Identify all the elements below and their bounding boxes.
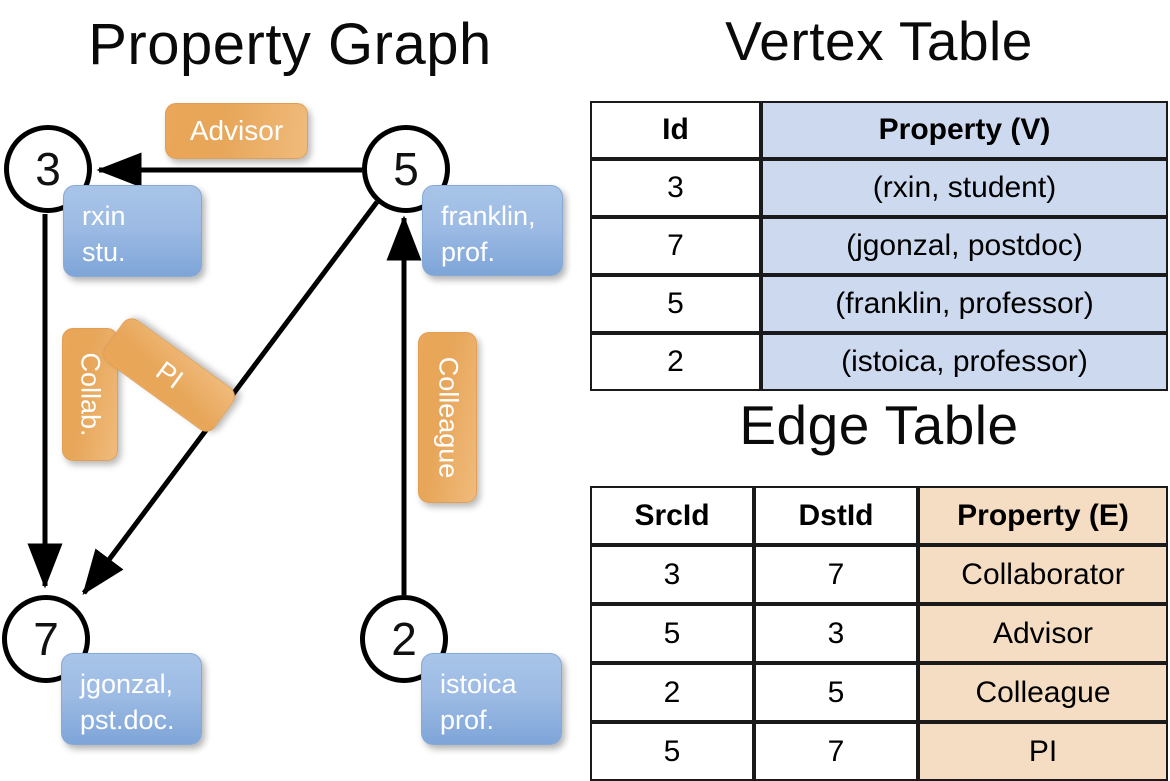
edge-table-header-dstid: DstId xyxy=(754,486,918,545)
vertex-cell-property: (rxin, student) xyxy=(761,159,1168,217)
page-title-property-graph: Property Graph xyxy=(88,12,492,77)
edge-table-header-row: SrcId DstId Property (E) xyxy=(590,486,1168,545)
vertex-cell-id: 5 xyxy=(590,275,761,333)
edge-cell-property: Advisor xyxy=(918,604,1168,663)
vertex-table-header-row: Id Property (V) xyxy=(590,101,1168,159)
vertex-table-header-property: Property (V) xyxy=(761,101,1168,159)
edge-cell-srcid: 5 xyxy=(590,604,754,663)
edge-table: SrcId DstId Property (E) 3 7 Collaborato… xyxy=(590,486,1168,781)
table-row: 5 7 PI xyxy=(590,722,1168,781)
vertex-cell-id: 7 xyxy=(590,217,761,275)
vertex-cell-property: (istoica, professor) xyxy=(761,333,1168,391)
graph-node-3[interactable]: 3 xyxy=(4,125,92,213)
table-row: 7 (jgonzal, postdoc) xyxy=(590,217,1168,275)
vertex-cell-property: (franklin, professor) xyxy=(761,275,1168,333)
page-title-vertex-table: Vertex Table xyxy=(725,10,1033,72)
vertex-property-box-rxin: rxin stu. xyxy=(63,185,202,277)
table-row: 2 5 Colleague xyxy=(590,663,1168,722)
edge-cell-property: PI xyxy=(918,722,1168,781)
edge-label-text-colleague: Colleague xyxy=(433,356,463,479)
vertex-property-box-istoica: istoica prof. xyxy=(421,653,562,745)
vertex-table: Id Property (V) 3 (rxin, student) 7 (jgo… xyxy=(590,101,1168,391)
edge-label-box-advisor: Advisor xyxy=(165,103,308,159)
graph-node-5[interactable]: 5 xyxy=(362,125,450,213)
vertex-cell-property: (jgonzal, postdoc) xyxy=(761,217,1168,275)
edge-label-text-collab: Collab. xyxy=(75,352,106,437)
vertex-cell-id: 2 xyxy=(590,333,761,391)
slide-canvas: Property Graph Vertex Table Edge Table 3… xyxy=(0,10,1168,781)
table-row: 3 (rxin, student) xyxy=(590,159,1168,217)
vertex-property-box-franklin: franklin, prof. xyxy=(422,185,563,276)
edge-cell-dstid: 7 xyxy=(754,545,918,604)
page-title-edge-table: Edge Table xyxy=(739,394,1019,456)
edge-cell-property: Colleague xyxy=(918,663,1168,722)
edge-cell-srcid: 2 xyxy=(590,663,754,722)
edge-table-header-srcid: SrcId xyxy=(590,486,754,545)
table-row: 5 (franklin, professor) xyxy=(590,275,1168,333)
edge-cell-dstid: 5 xyxy=(754,663,918,722)
edge-label-text-advisor: Advisor xyxy=(189,115,284,146)
table-row: 2 (istoica, professor) xyxy=(590,333,1168,391)
vertex-cell-id: 3 xyxy=(590,159,761,217)
table-row: 3 7 Collaborator xyxy=(590,545,1168,604)
edge-table-header-property: Property (E) xyxy=(918,486,1168,545)
vertex-property-box-jgonzal: jgonzal, pst.doc. xyxy=(61,653,202,745)
edge-label-box-colleague: Colleague xyxy=(418,332,477,503)
edge-cell-srcid: 3 xyxy=(590,545,754,604)
edge-cell-property: Collaborator xyxy=(918,545,1168,604)
vertex-table-header-id: Id xyxy=(590,101,761,159)
edge-cell-dstid: 3 xyxy=(754,604,918,663)
edge-label-text-pi: PI xyxy=(150,354,189,395)
property-graph-diagram: 3 5 7 2 rxin stu. franklin, prof. jgonza… xyxy=(0,90,585,760)
table-row: 5 3 Advisor xyxy=(590,604,1168,663)
edge-cell-dstid: 7 xyxy=(754,722,918,781)
edge-cell-srcid: 5 xyxy=(590,722,754,781)
